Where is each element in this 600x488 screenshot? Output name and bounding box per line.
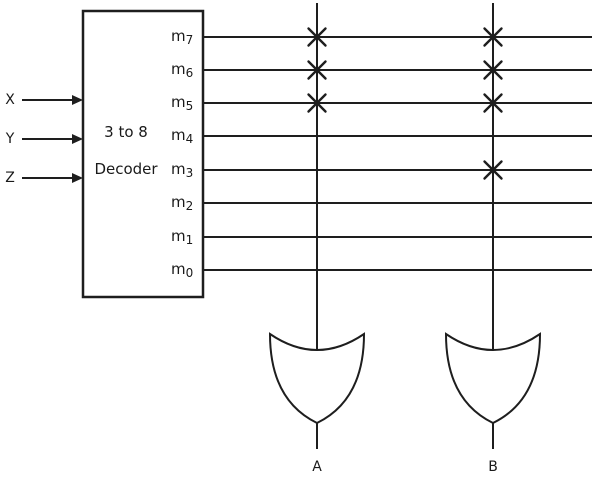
input-arrowhead-x	[72, 95, 83, 105]
connection-marks	[307, 27, 503, 180]
input-label-x: X	[5, 92, 15, 108]
input-arrowhead-y	[72, 134, 83, 144]
gate-label-b: B	[488, 459, 498, 475]
connection-x-mark-B-m3	[483, 160, 503, 180]
input-arrowhead-z	[72, 173, 83, 183]
or-gate-a	[268, 332, 366, 425]
connection-x-mark-A-m6	[307, 60, 327, 80]
input-label-z: Z	[5, 170, 15, 186]
decoder-box	[81, 9, 205, 299]
connection-x-mark-B-m6	[483, 60, 503, 80]
connection-x-mark-B-m5	[483, 93, 503, 113]
connection-x-mark-A-m7	[307, 27, 327, 47]
minterm-label-m0: m0	[171, 260, 194, 280]
minterm-label-m4: m4	[171, 126, 194, 146]
minterm-label-m2: m2	[171, 193, 194, 213]
input-label-y: Y	[5, 131, 15, 147]
minterm-label-m3: m3	[171, 160, 194, 180]
decoder-title-line1: 3 to 8	[104, 123, 148, 141]
minterm-label-m1: m1	[171, 227, 194, 247]
minterm-label-m7: m7	[171, 27, 194, 47]
minterm-label-m5: m5	[171, 93, 194, 113]
minterm-label-m6: m6	[171, 60, 194, 80]
connection-x-mark-A-m5	[307, 93, 327, 113]
or-gate-b	[444, 332, 542, 425]
connection-x-mark-B-m7	[483, 27, 503, 47]
gate-label-a: A	[312, 459, 322, 475]
decoder-title-line2: Decoder	[94, 160, 158, 178]
